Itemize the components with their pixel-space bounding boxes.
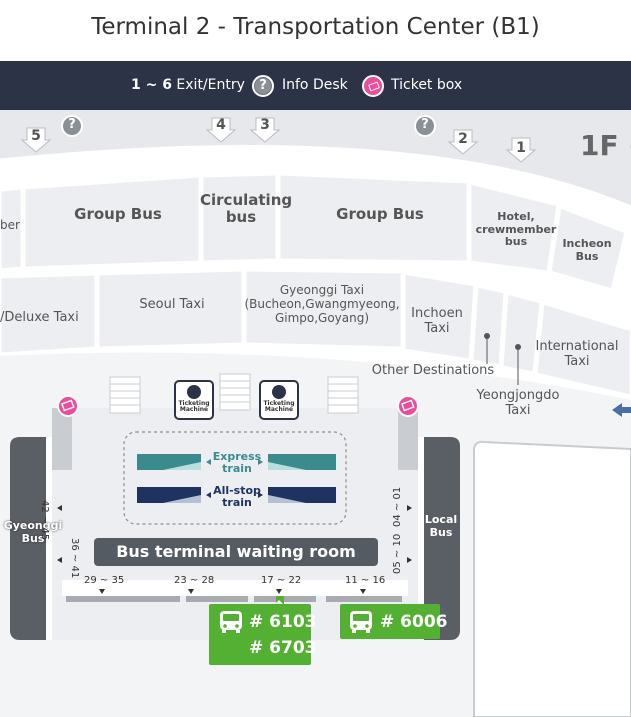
group-bus-left: Group Bus [74, 205, 162, 223]
range-11-16: 11 ~ 16 [345, 575, 386, 586]
range-36-41: 36 ~ 41 [69, 538, 80, 579]
express-train-label: Express train [212, 450, 262, 476]
info-desk-icon: ? [252, 75, 274, 97]
gate-3: 3 [260, 117, 270, 133]
legend-exit-label: Exit/Entry [176, 77, 245, 93]
range-05-10: 05 ~ 10 [392, 533, 403, 574]
legend-exit-numbers: 1 ~ 6 [131, 77, 172, 93]
range-23-28: 23 ~ 28 [174, 575, 215, 586]
group-bus-right: Group Bus [336, 205, 424, 223]
roadway-upper [0, 110, 631, 207]
bus-stop-6103-6703: # 6103 # 6703 [209, 604, 316, 665]
deluxe-taxi: /Deluxe Taxi [0, 310, 79, 325]
range-17-22: 17 ~ 22 [261, 575, 302, 586]
yeongjongdo-taxi: Yeongjongdo Taxi [476, 388, 560, 418]
circulating-bus: Circulating bus [200, 191, 293, 227]
gyeonggi-bus-label: Gyeonggi Bus [3, 519, 63, 545]
ticket-machine-icon [272, 385, 286, 399]
gate-1: 1 [516, 140, 526, 156]
ticketing-machine-left: Ticketing Machine [174, 380, 214, 420]
route-6103: # 6103 [249, 612, 317, 632]
range-04-01: 04 ~ 01 [392, 486, 403, 527]
route-6006: # 6006 [380, 612, 448, 632]
ticketing-machine-right: Ticketing Machine [259, 380, 299, 420]
legend-info-desk: Info Desk [282, 77, 348, 93]
incheon-taxi: Inchoen Taxi [411, 306, 463, 336]
bus-icon [220, 611, 242, 633]
allstop-train-label: All-stop train [213, 484, 261, 510]
local-bus-label: Local Bus [424, 513, 458, 539]
floor-label: 1F ( [580, 130, 631, 162]
member-bus-partial: ber [0, 218, 20, 232]
gate-2: 2 [458, 131, 468, 147]
hotel-crewmember-bus: Hotel, crewmember bus [475, 210, 557, 249]
waiting-room-banner: Bus terminal waiting room [94, 538, 378, 566]
international-taxi: International Taxi [535, 339, 619, 369]
seoul-taxi: Seoul Taxi [139, 297, 205, 312]
gate-4: 4 [216, 117, 226, 133]
route-6703: # 6703 [249, 638, 317, 658]
bus-icon [350, 611, 372, 633]
range-29-35: 29 ~ 35 [84, 575, 125, 586]
page-title: Terminal 2 - Transportation Center (B1) [91, 14, 540, 40]
ticket-machine-icon [187, 385, 201, 399]
info-desk-map-icons [61, 115, 436, 137]
info-desk-icon: ? [68, 117, 76, 132]
info-desk-icon: ? [421, 117, 429, 132]
other-destinations: Other Destinations [371, 363, 495, 378]
legend-exit: 1 ~ 6 Exit/Entry [131, 61, 245, 110]
legend-ticket-box: Ticket box [391, 77, 463, 93]
legend-bar: 1 ~ 6 Exit/Entry ? Info Desk Ticket box [0, 61, 631, 110]
range-42-45: 42 ~ 45 [39, 500, 50, 541]
ticket-box-icon [362, 75, 384, 97]
gyeonggi-taxi: Gyeonggi Taxi (Bucheon,Gwangmyeong, Gimp… [244, 283, 400, 325]
gate-5: 5 [31, 128, 41, 144]
incheon-bus: Incheon Bus [562, 237, 612, 263]
bus-stop-6006: # 6006 [340, 604, 447, 639]
